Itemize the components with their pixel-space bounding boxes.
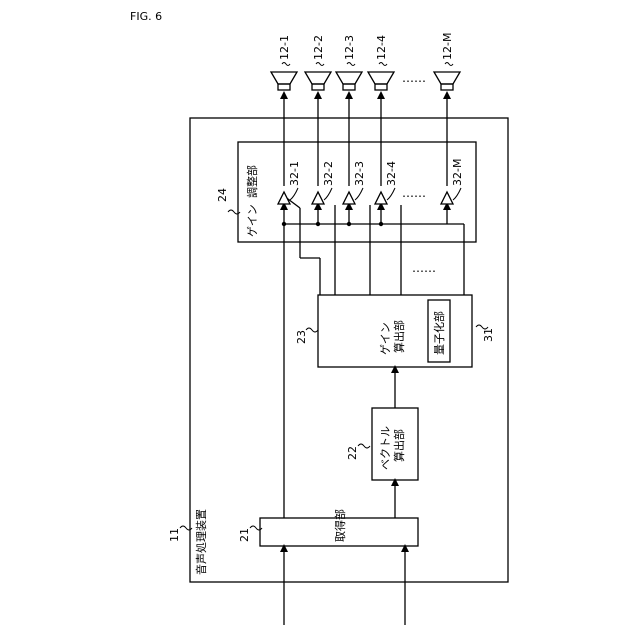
- amplifier-label: 32-M: [451, 159, 464, 186]
- speaker-leader: [379, 63, 387, 66]
- gain-calc-ref: 23: [295, 330, 308, 344]
- vector-calc-ref: 22: [346, 446, 359, 460]
- amplifier-label: 32-1: [288, 161, 301, 186]
- device-ref: 11: [168, 528, 181, 542]
- speaker-leader: [445, 63, 453, 66]
- speaker-base: [312, 84, 324, 90]
- quantizer-ref: 31: [482, 328, 495, 342]
- speaker-3: 12-3: [336, 35, 362, 90]
- speaker-5: 12-M: [434, 33, 460, 90]
- speaker-label: 12-1: [278, 35, 291, 60]
- vector-calc-name-kanji: 算出部: [392, 429, 406, 462]
- gain-calc-ellipsis: ……: [412, 261, 436, 275]
- gain-adjust-ref: 24: [216, 188, 229, 202]
- speaker-leader: [282, 63, 290, 66]
- acquire-name: 取得部: [333, 509, 347, 542]
- speaker-base: [375, 84, 387, 90]
- speaker-leader: [347, 63, 355, 66]
- speaker-1: 12-1: [271, 35, 297, 90]
- speaker-base: [343, 84, 355, 90]
- quantizer-name: 量子化部: [432, 311, 446, 355]
- speaker-ellipsis: ……: [402, 71, 426, 85]
- junction-dot: [379, 222, 383, 226]
- speaker-base: [441, 84, 453, 90]
- amplifier-ellipsis: ……: [402, 186, 426, 200]
- speaker-icon: [336, 72, 362, 84]
- speaker-icon: [368, 72, 394, 84]
- amplifier-label: 32-4: [385, 161, 398, 186]
- figure-label: FIG. 6: [130, 10, 162, 23]
- amplifier-label: 32-2: [322, 161, 335, 186]
- speaker-row: 12-1 12-2 12-3 12-4 12-M: [271, 33, 460, 90]
- vector-calc-name-kana: ベクトル: [379, 426, 392, 470]
- gain-adjust-name-kana: ゲイン: [246, 204, 259, 237]
- amplifier-label: 32-3: [353, 161, 366, 186]
- acquire-ref: 21: [238, 528, 251, 542]
- speaker-icon: [305, 72, 331, 84]
- speaker-label: 12-4: [375, 35, 388, 60]
- speaker-icon: [434, 72, 460, 84]
- junction-dot: [347, 222, 351, 226]
- speaker-4: 12-4: [368, 35, 394, 90]
- speaker-base: [278, 84, 290, 90]
- speaker-label: 12-M: [441, 33, 454, 60]
- speaker-label: 12-3: [343, 35, 356, 60]
- speaker-2: 12-2: [305, 35, 331, 90]
- speaker-icon: [271, 72, 297, 84]
- speaker-leader: [316, 63, 324, 66]
- junction-dot: [316, 222, 320, 226]
- gain-adjust-name-kanji: 調整部: [245, 165, 259, 198]
- device-name: 音声処理装置: [194, 509, 208, 575]
- gain-adjust-box: [238, 142, 476, 242]
- gain-calc-name-kanji: 算出部: [392, 320, 406, 353]
- gain-calc-name-kana: ゲイン: [379, 322, 392, 355]
- speaker-label: 12-2: [312, 35, 325, 60]
- junction-dot: [282, 222, 286, 226]
